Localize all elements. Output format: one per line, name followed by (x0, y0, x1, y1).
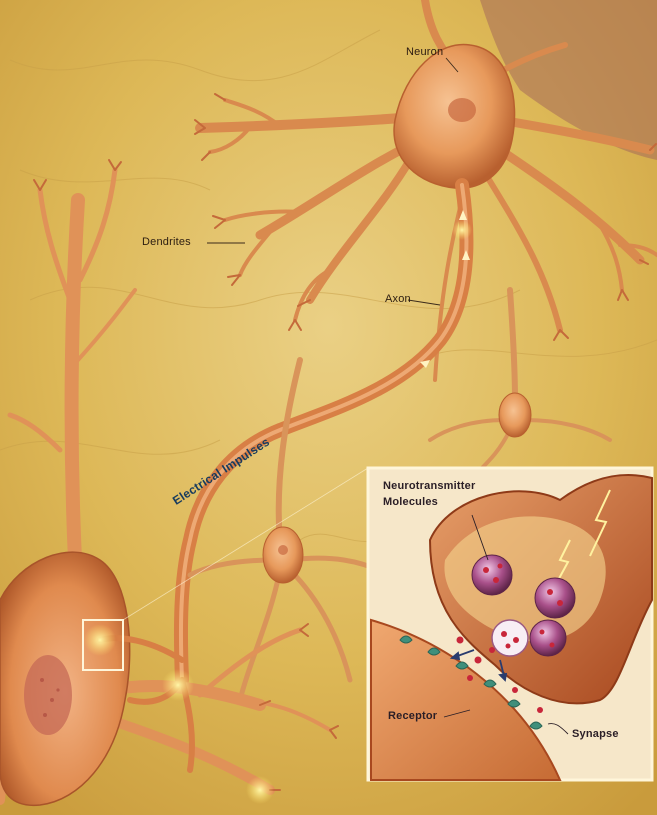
label-dendrites: Dendrites (142, 236, 191, 248)
label-synapse: Synapse (572, 728, 619, 740)
label-axon: Axon (385, 293, 411, 305)
label-neurotransmitter: Neurotransmitter (383, 480, 475, 492)
label-molecules: Molecules (383, 496, 438, 508)
label-neuron: Neuron (406, 46, 443, 58)
nucleus (24, 655, 72, 735)
label-receptor: Receptor (388, 710, 437, 722)
